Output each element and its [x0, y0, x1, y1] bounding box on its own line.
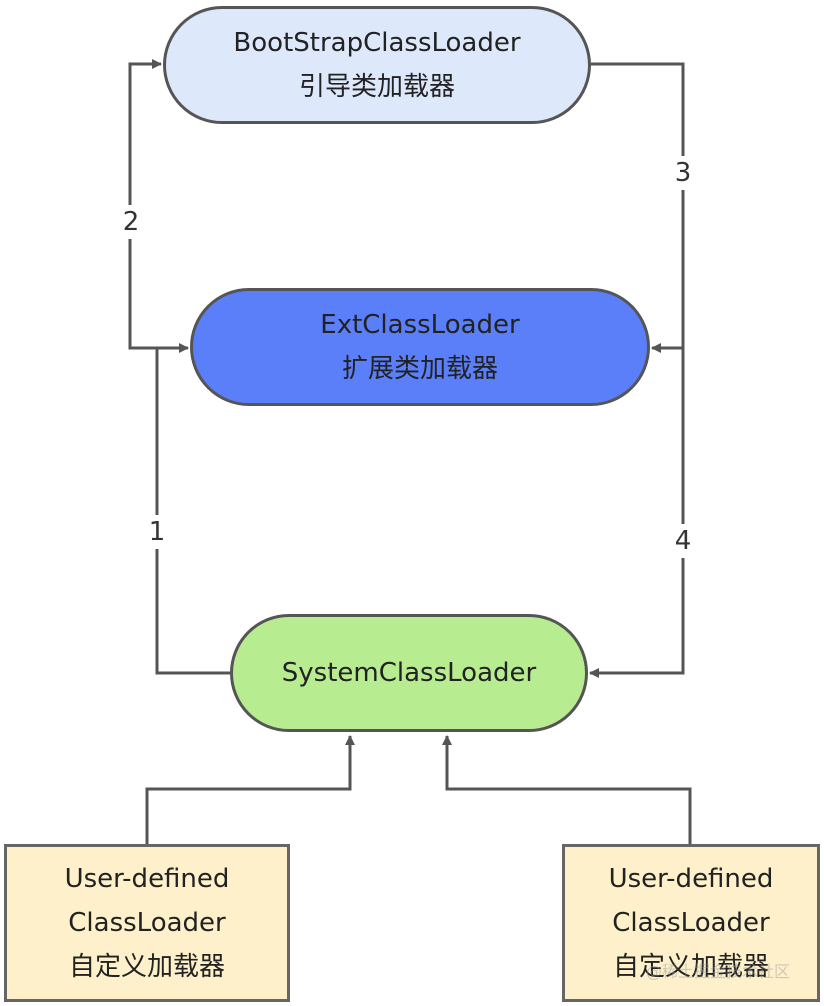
bootstrap-subtitle: 引导类加载器 — [298, 72, 455, 102]
user-defined-classloader-left-node: User-defined ClassLoader 自定义加载器 — [4, 844, 290, 1002]
user-defined-classloader-right-node: User-defined ClassLoader 自定义加载器 — [562, 844, 820, 1002]
user-left-line1: User-defined — [64, 864, 230, 894]
user-right-line1: User-defined — [608, 864, 774, 894]
user-left-line2: ClassLoader — [68, 908, 226, 938]
ext-classloader-node: ExtClassLoader 扩展类加载器 — [190, 288, 650, 406]
watermark: @稀土掘金技术社区 — [646, 962, 791, 981]
ext-title: ExtClassLoader — [320, 310, 520, 340]
edge-user-left-to-system — [145, 735, 355, 844]
user-right-line2: ClassLoader — [612, 908, 770, 938]
edge-label-1: 1 — [144, 515, 170, 549]
bootstrap-title: BootStrapClassLoader — [233, 28, 521, 58]
user-right-line3: 自定义加载器 — [612, 952, 769, 982]
user-left-line3: 自定义加载器 — [68, 952, 225, 982]
edge-bootstrap-to-ext — [591, 62, 685, 353]
edge-ext-to-system — [589, 348, 685, 678]
ext-subtitle: 扩展类加载器 — [341, 354, 498, 384]
system-title: SystemClassLoader — [281, 658, 537, 688]
bootstrap-classloader-node: BootStrapClassLoader 引导类加载器 — [163, 6, 591, 124]
edge-user-right-to-system — [442, 735, 692, 844]
system-classloader-node: SystemClassLoader — [230, 614, 588, 732]
edge-label-2: 2 — [118, 205, 144, 239]
edge-label-3: 3 — [670, 156, 696, 190]
edge-system-to-ext — [155, 343, 230, 675]
edge-label-4: 4 — [670, 524, 696, 558]
